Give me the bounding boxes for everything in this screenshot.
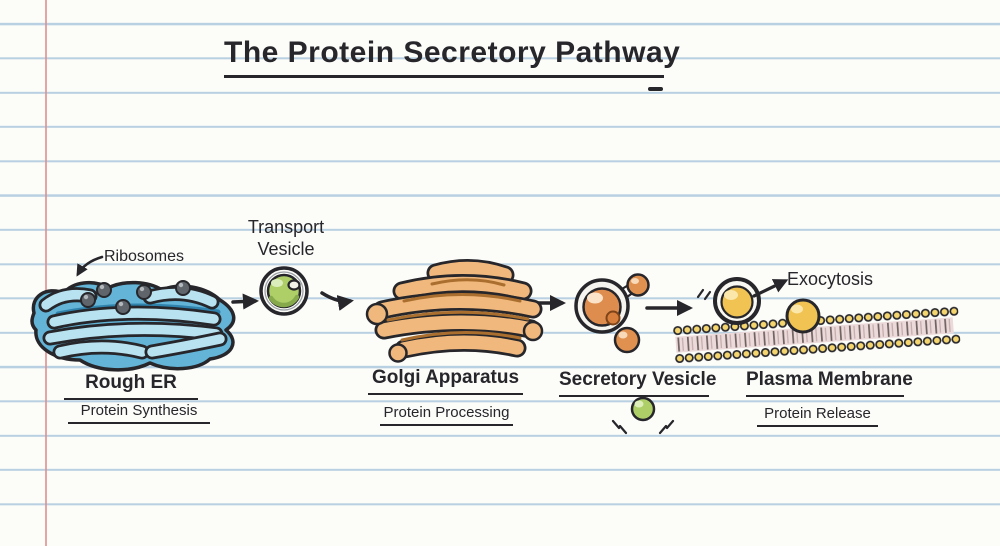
fusing-vesicle-illustration <box>696 277 821 334</box>
margin-line <box>45 0 47 546</box>
flow-arrows <box>231 291 694 317</box>
released-vesicle <box>785 298 821 334</box>
secretory-vesicle-illustration <box>574 273 650 354</box>
page-title: The Protein Secretory Pathway <box>224 36 680 78</box>
exocytosis-label: Exocytosis <box>787 269 874 289</box>
stage-golgi-function: Protein Processing <box>380 404 513 426</box>
rough-er-illustration <box>30 255 236 372</box>
transport-vesicle-label-line2: Vesicle <box>257 239 315 259</box>
stage-rough-er-name: Rough ER <box>64 372 198 400</box>
flow-arrow-vesicle-to-golgi <box>320 291 354 311</box>
title-underline-tail <box>648 87 663 91</box>
stage-plasma-membrane-function: Protein Release <box>757 405 878 427</box>
stage-rough-er-function: Protein Synthesis <box>68 402 210 424</box>
ribosomes-pointer-arrow <box>76 255 104 277</box>
transport-vesicle-label: Transport Vesicle <box>238 216 334 260</box>
flow-arrow-er-to-vesicle <box>231 293 260 310</box>
budding-green-vesicle <box>611 396 675 435</box>
stage-plasma-membrane-name: Plasma Membrane <box>746 369 913 397</box>
exocytosis-arrow <box>752 279 789 298</box>
golgi-shading <box>386 278 530 342</box>
ribosomes-dots <box>80 280 191 315</box>
ribosomes-label: Ribosomes <box>104 248 185 265</box>
membrane-heads-bottom <box>674 333 961 364</box>
transport-vesicle-illustration <box>259 266 309 316</box>
transport-vesicle-label-line1: Transport <box>247 217 325 237</box>
stage-golgi-name: Golgi Apparatus <box>368 367 523 395</box>
stage-secretory-vesicle-name: Secretory Vesicle <box>559 369 716 397</box>
golgi-illustration <box>365 258 544 363</box>
membrane-tails <box>675 317 954 353</box>
